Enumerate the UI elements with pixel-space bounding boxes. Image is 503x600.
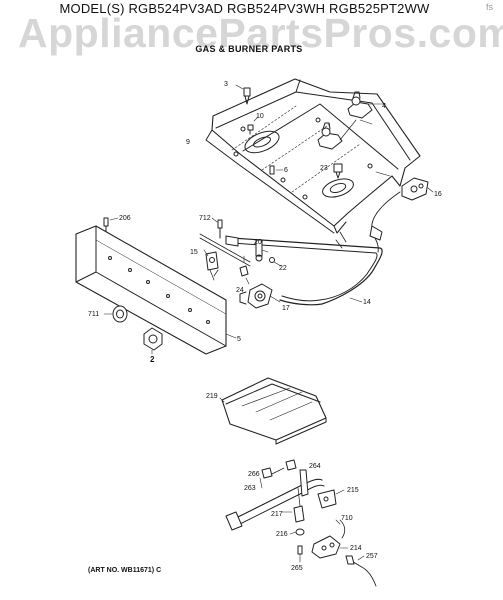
- pilot-bracket-217[interactable]: [281, 505, 305, 536]
- edge-mark: fs: [486, 2, 494, 12]
- callout-15: 15: [190, 249, 198, 256]
- manifold-panel-5[interactable]: [75, 225, 237, 355]
- section-title: GAS & BURNER PARTS: [195, 44, 303, 54]
- callout-5: 5: [237, 336, 241, 343]
- callout-4: 4: [382, 103, 386, 110]
- diagram-header: AppliancePartsPros.com MODEL(S) RGB524PV…: [0, 0, 503, 62]
- model-numbers: MODEL(S) RGB524PV3AD RGB524PV3WH RGB525P…: [59, 1, 430, 16]
- callout-20: 20: [254, 239, 262, 246]
- callout-22: 22: [279, 265, 287, 272]
- callout-266: 266: [248, 471, 260, 478]
- oven-burner-tube[interactable]: [225, 469, 325, 531]
- callout-6: 6: [284, 167, 288, 174]
- watermark: AppliancePartsPros.com: [18, 10, 503, 56]
- screw-206[interactable]: [103, 217, 119, 233]
- bracket-215[interactable]: [317, 489, 345, 509]
- burner-tube-14[interactable]: [225, 235, 383, 306]
- valve-rod: [199, 233, 251, 267]
- igniter-214[interactable]: [311, 519, 377, 587]
- callout-265: 265: [291, 565, 303, 572]
- spring-clip-712[interactable]: [211, 217, 223, 239]
- callout-23: 23: [320, 165, 328, 172]
- art-number: (ART NO. WB11671) C: [88, 567, 162, 574]
- callout-263: 263: [244, 485, 256, 492]
- heat-shield-219[interactable]: [219, 377, 327, 445]
- callout-264: 264: [309, 463, 321, 470]
- callout-214: 214: [350, 545, 362, 552]
- screw-6[interactable]: [269, 165, 284, 175]
- callout-217: 217: [271, 511, 283, 518]
- callout-17: 17: [282, 305, 290, 312]
- callout-3: 3: [224, 81, 228, 88]
- callout-24: 24: [236, 287, 244, 294]
- screw-265[interactable]: [297, 545, 303, 563]
- callout-2: 2: [150, 355, 155, 364]
- callout-216: 216: [276, 531, 288, 538]
- callout-219: 219: [206, 393, 218, 400]
- burner-fitting-23[interactable]: [333, 163, 343, 179]
- callout-10: 10: [256, 113, 264, 120]
- igniter-wire[interactable]: [335, 191, 401, 253]
- callout-712: 712: [199, 215, 211, 222]
- callout-215: 215: [347, 487, 359, 494]
- knob-2[interactable]: [143, 327, 163, 355]
- callout-16: 16: [434, 191, 442, 198]
- callout-711: 711: [88, 311, 99, 318]
- screw-10[interactable]: [247, 116, 259, 135]
- igniter-assembly[interactable]: [317, 91, 387, 150]
- burner-box-tray[interactable]: [205, 78, 421, 234]
- orifice-parts[interactable]: [259, 459, 297, 489]
- gas-valve-parts[interactable]: [203, 239, 282, 309]
- callout-710: 710: [341, 515, 353, 522]
- callout-206: 206: [119, 215, 131, 222]
- bracket-16[interactable]: [401, 177, 434, 201]
- screw-3[interactable]: [235, 84, 251, 105]
- callout-9: 9: [186, 139, 190, 146]
- callout-14: 14: [363, 299, 371, 306]
- callout-257: 257: [366, 553, 378, 560]
- knob-711[interactable]: [103, 305, 128, 323]
